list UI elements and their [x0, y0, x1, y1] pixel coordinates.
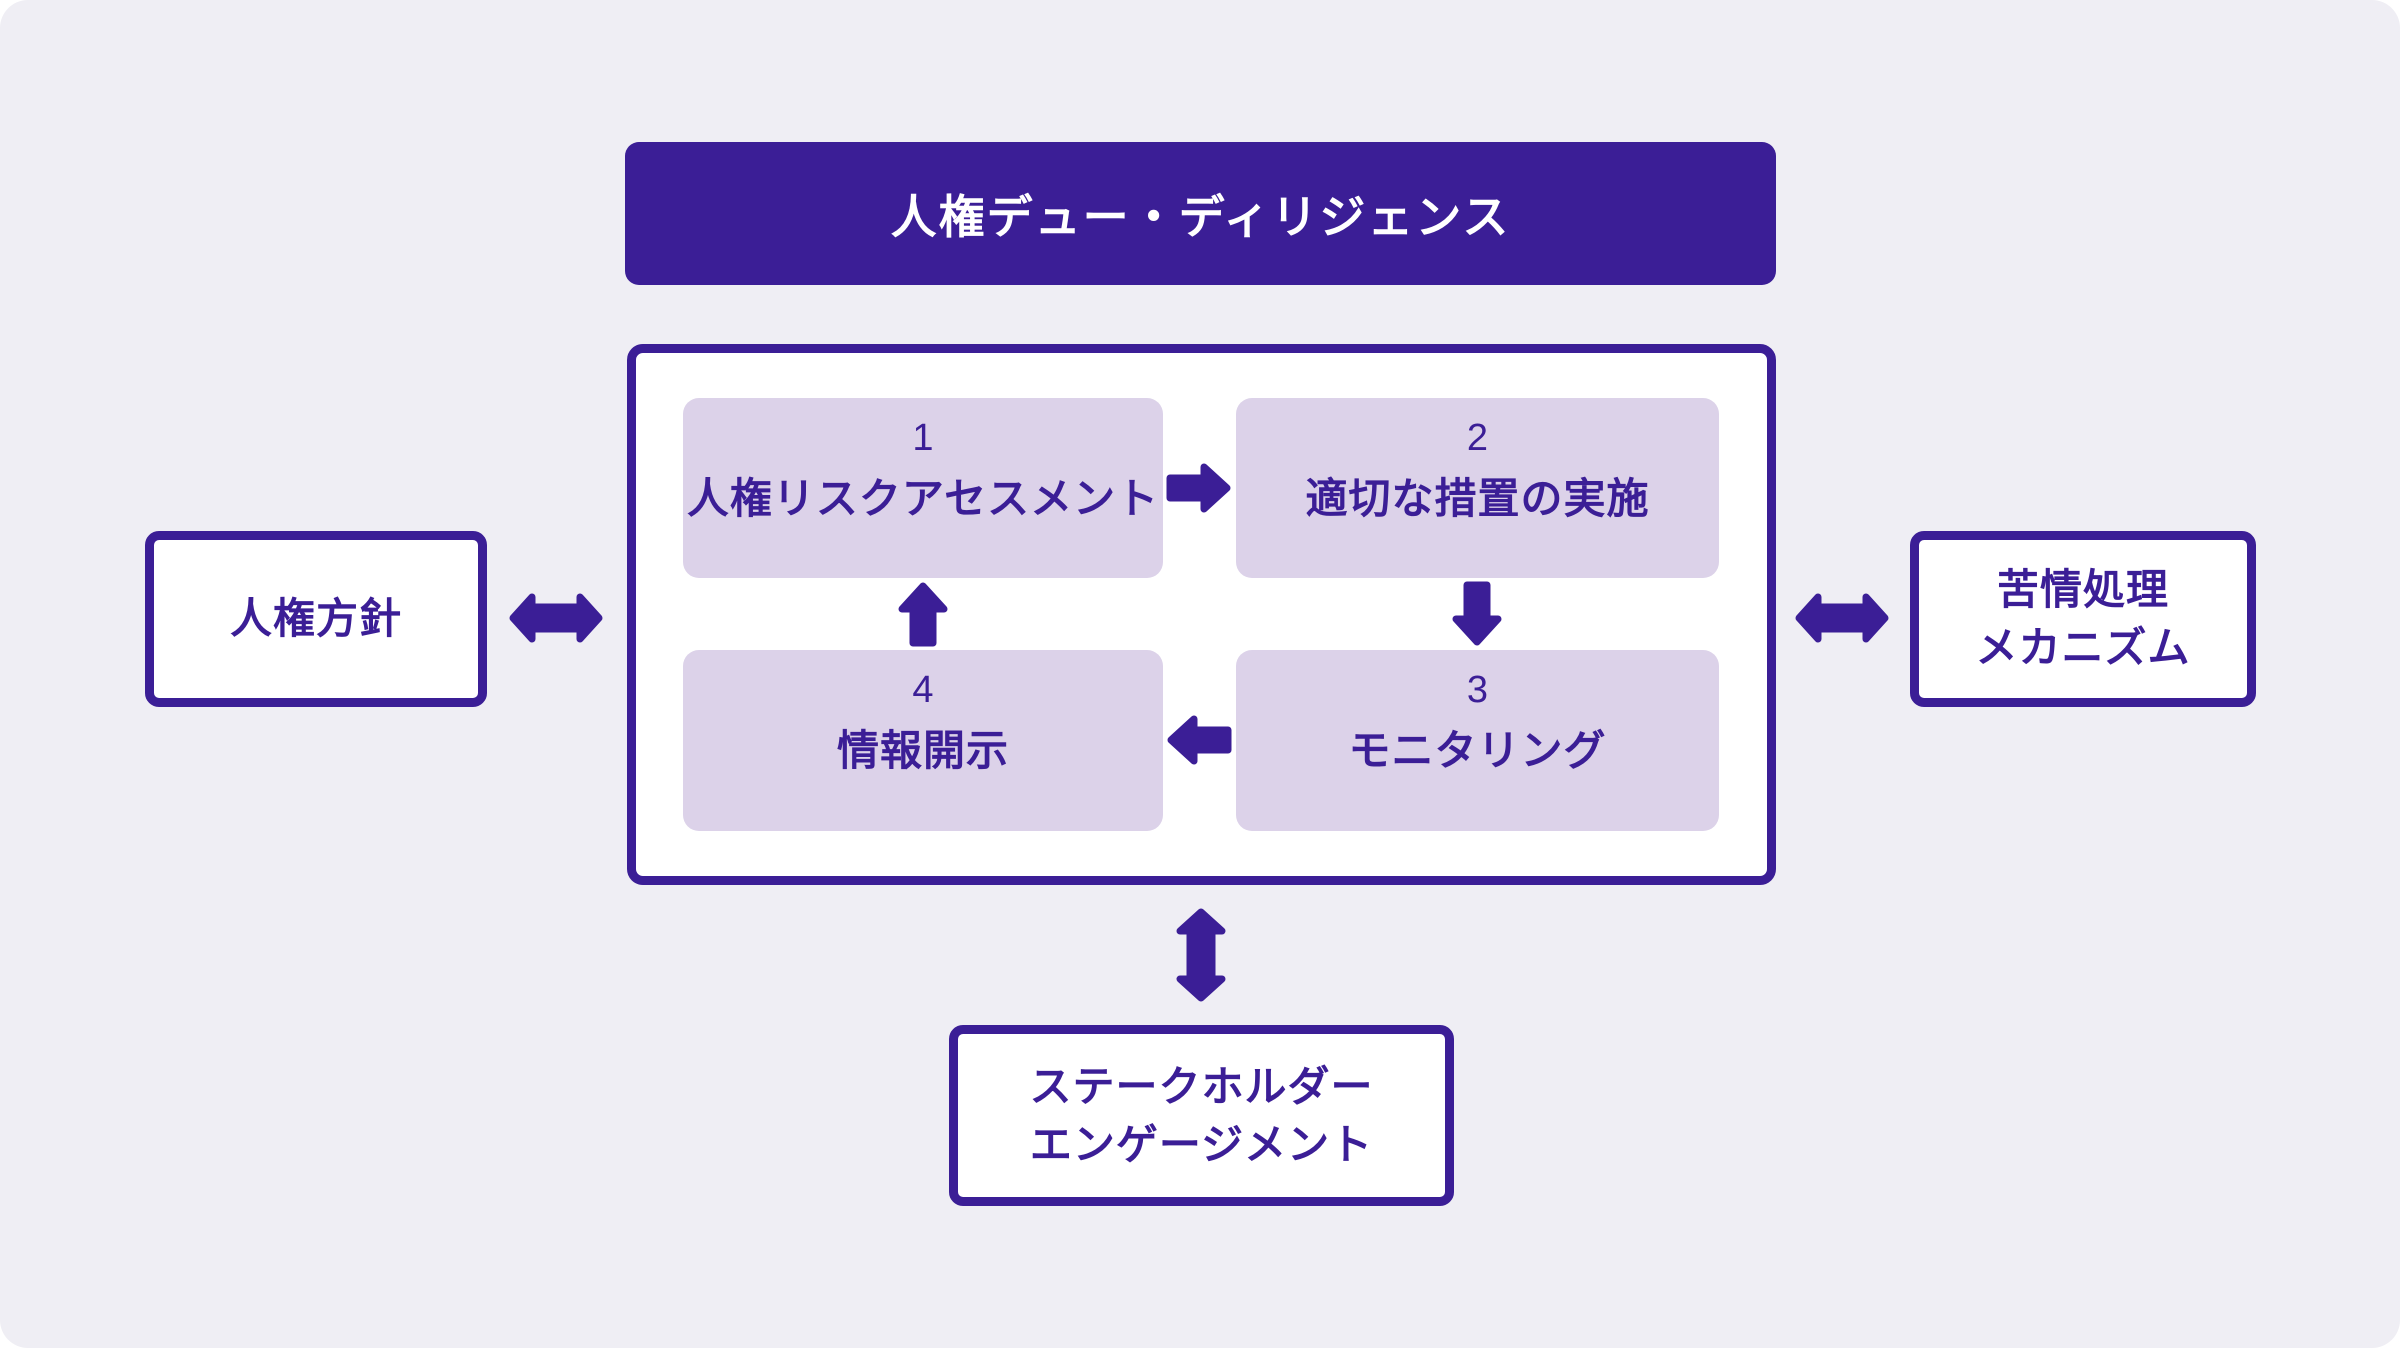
- arrow-left-step3-to-step4-icon: [1166, 713, 1232, 767]
- arrow-up-step4-to-step1-icon: [896, 581, 950, 647]
- step-number: 4: [912, 669, 934, 711]
- step-number: 2: [1466, 417, 1489, 459]
- step-box-information-disclosure: 4 情報開示: [683, 650, 1163, 831]
- arrow-right-step1-to-step2-icon: [1166, 461, 1232, 515]
- step-label: 情報開示: [836, 726, 1009, 774]
- step-label: 人権リスクアセスメント: [686, 474, 1160, 522]
- policy-label: 人権方針: [229, 595, 402, 643]
- due-diligence-container: 1 人権リスクアセスメント 2 適切な措置の実施 3 モニタリング 4 情報開示: [627, 344, 1776, 885]
- step-box-appropriate-measures: 2 適切な措置の実施: [1236, 398, 1719, 578]
- stakeholder-label-line1: ステークホルダー: [1029, 1062, 1374, 1110]
- stakeholder-box: ステークホルダー エンゲージメント: [949, 1025, 1454, 1206]
- step-box-risk-assessment: 1 人権リスクアセスメント: [683, 398, 1163, 578]
- double-arrow-policy-icon: [508, 590, 604, 646]
- grievance-label-line2: メカニズム: [1975, 624, 2191, 671]
- step-number: 1: [912, 417, 934, 459]
- step-box-monitoring: 3 モニタリング: [1236, 650, 1719, 831]
- double-arrow-grievance-icon: [1794, 590, 1890, 646]
- step-label: 適切な措置の実施: [1305, 474, 1650, 522]
- grievance-label-line1: 苦情処理: [1996, 566, 2169, 614]
- policy-box: 人権方針: [145, 531, 487, 707]
- double-arrow-stakeholder-icon: [1173, 907, 1229, 1003]
- stakeholder-label-line2: エンゲージメント: [1029, 1120, 1374, 1168]
- step-label: モニタリング: [1348, 726, 1607, 774]
- header-banner: 人権デュー・ディリジェンス: [625, 142, 1776, 285]
- arrow-down-step2-to-step3-icon: [1450, 581, 1504, 647]
- step-number: 3: [1466, 669, 1489, 711]
- grievance-box: 苦情処理 メカニズム: [1910, 531, 2256, 707]
- page-title: 人権デュー・ディリジェンス: [890, 190, 1511, 243]
